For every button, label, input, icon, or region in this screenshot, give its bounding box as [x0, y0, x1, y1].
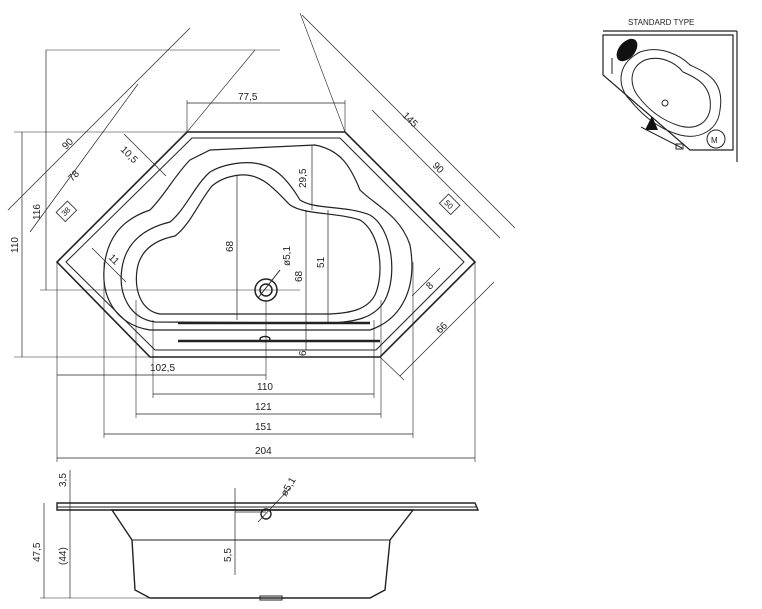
dim-line-90-right — [371, 109, 501, 239]
dim-102-5: 102,5 — [150, 363, 175, 374]
dim-line-145 — [301, 14, 516, 229]
dim-116: 116 — [32, 204, 43, 220]
side-hole-leader — [257, 487, 291, 523]
tub-inner-rim — [65, 137, 465, 351]
dim-68-b: 68 — [294, 270, 305, 282]
dim-78: 78 — [66, 168, 82, 184]
dim-line-10-5 — [123, 133, 167, 177]
dim-8: 8 — [424, 280, 436, 292]
top-view: 77,5 145 90 90 78 10,5 116 110 38 50 — [7, 12, 516, 462]
inset-tub-outline — [602, 34, 734, 151]
overflow-icon — [259, 335, 271, 343]
inset-basin — [620, 49, 722, 137]
side-view: 3,5 47,5 (44) 5,5 ø5,1 — [32, 470, 480, 601]
inset-motor-icon — [706, 129, 726, 149]
inset-headrest-icon — [616, 38, 638, 62]
dim-44: (44) — [58, 547, 69, 565]
dim-110-left: 110 — [10, 237, 21, 253]
inset-basin-inner — [631, 57, 711, 128]
dim-6: 6 — [298, 350, 309, 356]
dim-68-a: 68 — [225, 240, 236, 252]
ext-90-left — [186, 49, 256, 133]
inset-drain-icon — [661, 99, 669, 107]
inset-motor-label: M — [711, 136, 718, 145]
side-rim — [56, 502, 480, 511]
inset-leader-line — [640, 126, 683, 149]
dim-3-5: 3,5 — [58, 473, 69, 487]
basin-outer — [120, 162, 393, 324]
side-body — [110, 509, 415, 599]
side-drain — [259, 595, 283, 601]
dim-29-5: 29,5 — [298, 168, 309, 188]
dim-line-8 — [411, 267, 441, 297]
dim-110-bottom: 110 — [257, 382, 273, 393]
standard-type-title: STANDARD TYPE — [628, 18, 694, 27]
dim-5-5: 5,5 — [223, 548, 234, 562]
dim-line-11 — [91, 247, 127, 283]
dim-11: 11 — [106, 252, 121, 267]
inset-pump-icon — [675, 143, 684, 150]
dim-hole-side: ø5,1 — [279, 475, 299, 498]
side-overflow-icon — [260, 508, 272, 520]
ext-145-a — [299, 12, 346, 133]
basin-inner — [135, 174, 381, 315]
dim-line-90-left — [7, 27, 191, 211]
dim-77-5: 77,5 — [238, 92, 258, 103]
dim-line-78 — [29, 83, 139, 233]
badge-50: 50 — [442, 198, 455, 211]
dim-10-5: 10,5 — [118, 144, 140, 166]
dim-151: 151 — [255, 422, 272, 433]
standard-type-inset: STANDARD TYPE M — [602, 18, 738, 162]
badge-50-box — [438, 193, 461, 216]
dim-47-5: 47,5 — [32, 542, 43, 562]
dim-66: 66 — [434, 320, 450, 336]
badge-38-box — [55, 200, 78, 223]
dim-90-right: 90 — [430, 160, 446, 176]
dim-145: 145 — [400, 110, 420, 130]
dim-51: 51 — [316, 256, 327, 268]
dim-204: 204 — [255, 446, 272, 457]
dim-hole-top: ø5,1 — [282, 246, 293, 266]
tub-ledge-outline — [103, 144, 413, 331]
dim-line-66 — [399, 281, 495, 377]
inset-arrow-icon — [645, 116, 658, 130]
ext-66 — [379, 356, 405, 381]
dim-121: 121 — [255, 402, 272, 413]
drain-leader — [257, 269, 281, 299]
dim-90-left: 90 — [60, 136, 76, 152]
